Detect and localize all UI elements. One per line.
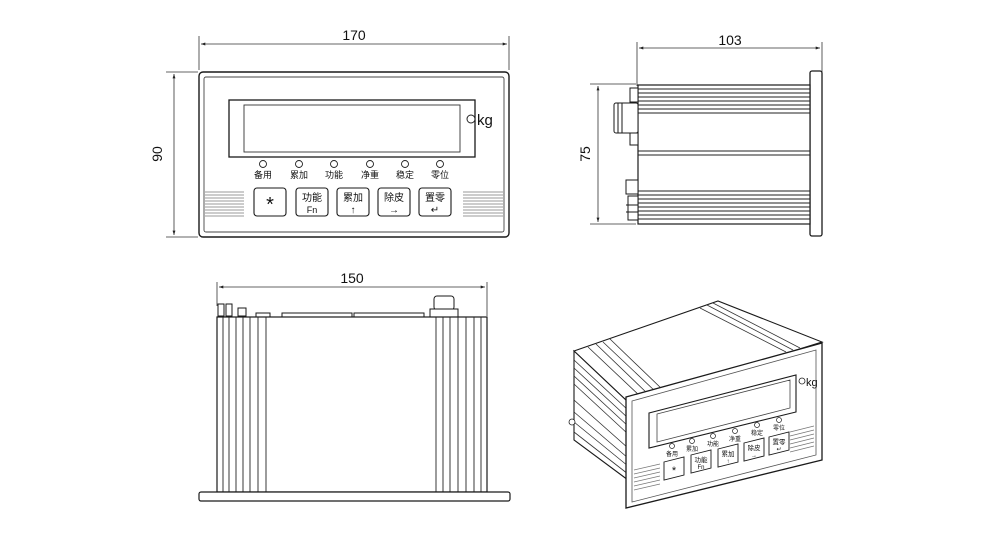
iso-key-function[interactable]: 功能 Fn [690,449,712,474]
iso-indicator-function: 功能 [707,440,719,448]
front-view: 170 90 kg 备用 累加 功 [149,27,510,238]
front-panel [203,76,505,233]
top-rails [222,317,482,492]
unit-label: kg [477,112,493,129]
iso-indicator-standby: 备用 [666,450,678,458]
svg-text:累加: 累加 [290,170,308,180]
top-clips [217,295,459,318]
display-window [228,99,476,158]
iso-key-zero[interactable]: 置零 ↵ [768,431,790,456]
svg-text:累加: 累加 [343,192,363,204]
side-depth-dimension: 103 [636,32,823,86]
top-width-label: 150 [340,270,364,286]
key-accumulate[interactable]: 累加 ↑ [336,187,370,217]
svg-text:功能: 功能 [325,169,343,180]
iso-indicator-zero: 零位 [773,424,785,432]
rear-connector [613,87,639,146]
indicator-net-weight: 净重 [361,160,379,180]
iso-top-rails [587,302,801,398]
key-star-label: * [266,194,274,216]
front-width-dimension: 170 [198,27,510,70]
side-height-dimension: 75 [577,83,636,225]
iso-side-rails [573,359,629,475]
iso-indicator-row: 备用 累加 功能 净重 稳定 零位 [666,417,785,458]
svg-text:功能: 功能 [695,455,709,464]
front-height-label: 90 [149,146,165,162]
svg-text:↵: ↵ [776,447,781,453]
key-zero[interactable]: 置零 ↵ [418,187,452,217]
indicator-accumulate: 累加 [290,160,308,180]
svg-text:→: → [389,205,399,216]
iso-key-star[interactable]: * [663,456,685,481]
svg-text:置零: 置零 [425,192,445,204]
svg-text:累加: 累加 [722,449,735,458]
iso-unit-label: kg [806,377,818,389]
side-height-label: 75 [577,146,593,162]
svg-text:稳定: 稳定 [396,169,414,180]
svg-text:备用: 备用 [254,169,272,180]
side-rails [638,88,810,220]
svg-text:Fn: Fn [697,465,704,471]
rear-terminals [625,179,639,221]
side-bezel [809,70,823,237]
svg-text:↑: ↑ [727,459,730,465]
svg-text:↵: ↵ [431,205,439,216]
iso-key-tare[interactable]: 除皮 → [743,437,765,462]
iso-indicator-net-weight: 净重 [729,435,741,443]
indicator-zero: 零位 [431,160,449,180]
front-height-dimension: 90 [149,71,198,238]
svg-text:→: → [751,453,757,459]
key-star[interactable]: * [253,187,287,217]
display-screen [243,104,461,153]
svg-text:净重: 净重 [361,169,379,180]
iso-display [648,374,797,449]
top-housing [216,316,488,493]
front-width-label: 170 [342,27,366,43]
iso-right-grille [789,425,815,453]
iso-key-accumulate[interactable]: 累加 ↑ [717,443,739,468]
left-grille [205,191,244,217]
svg-text:除皮: 除皮 [384,191,404,204]
iso-indicator-accumulate: 累加 [686,445,698,453]
side-depth-label: 103 [718,32,742,48]
svg-text:零位: 零位 [431,169,449,180]
key-tare[interactable]: 除皮 → [377,187,411,217]
top-width-dimension: 150 [216,270,488,316]
iso-indicator-stable: 稳定 [751,429,763,437]
top-bezel [198,491,511,502]
svg-text:*: * [672,465,677,477]
svg-text:置零: 置零 [773,438,787,446]
svg-text:功能: 功能 [302,191,322,204]
right-grille [463,191,503,217]
isometric-view: kg 备用 累加 功能 净重 稳定 零位 [568,300,824,509]
top-view: 150 [198,270,511,502]
indicator-standby: 备用 [254,160,272,180]
side-housing [637,84,811,225]
side-view: 103 75 [577,32,823,237]
kg-indicator-led [466,114,476,124]
indicator-row: 备用 累加 功能 净重 稳定 零位 [254,160,449,180]
iso-left-grille [633,463,661,491]
svg-text:Fn: Fn [307,205,318,215]
indicator-stable: 稳定 [396,160,414,180]
svg-text:除皮: 除皮 [748,443,762,452]
key-function[interactable]: 功能 Fn [295,187,329,217]
indicator-function: 功能 [325,160,343,180]
svg-text:↑: ↑ [351,205,356,216]
